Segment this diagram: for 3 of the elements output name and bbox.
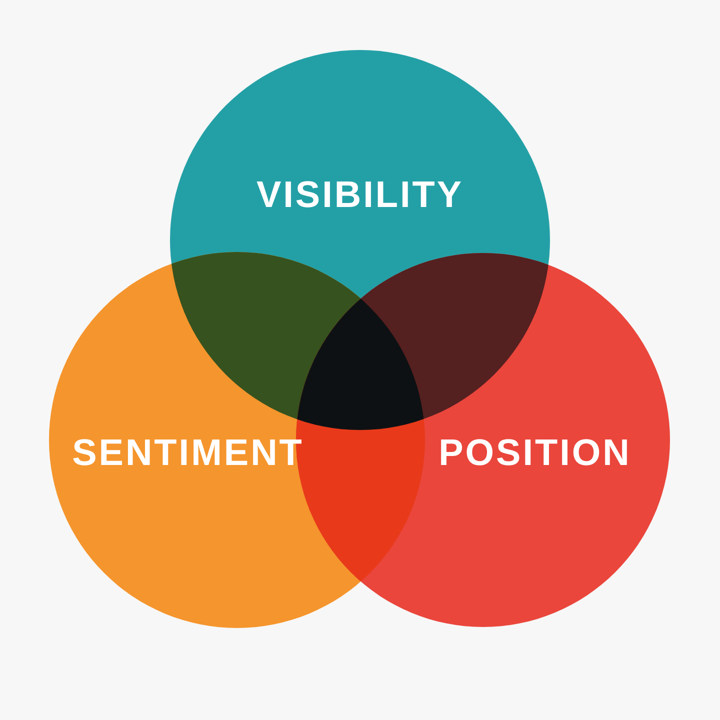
circle-label: VISIBILITY: [256, 174, 464, 216]
circle-label: POSITION: [438, 432, 632, 474]
circle-label: SENTIMENT: [72, 432, 304, 474]
